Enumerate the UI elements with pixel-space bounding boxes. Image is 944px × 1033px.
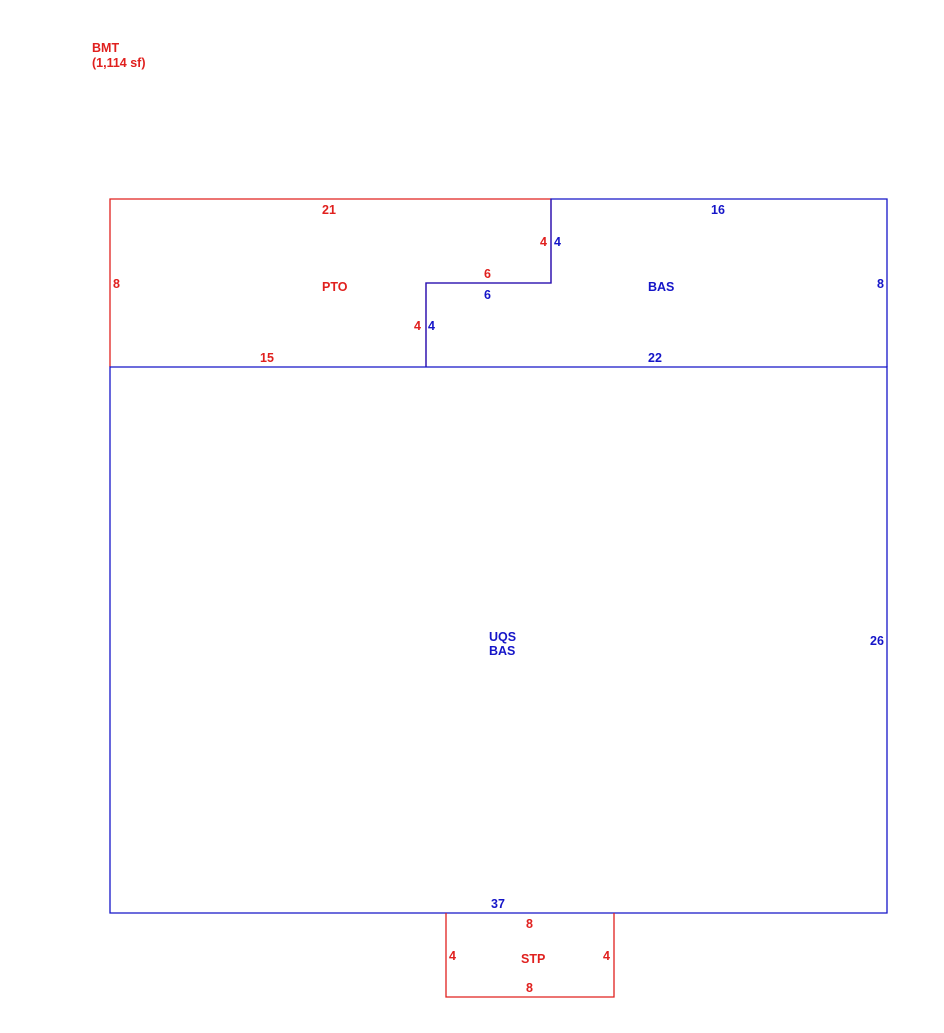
upper-bas-right-dimension: 8 [877, 277, 884, 291]
pto-left-dimension: 8 [113, 277, 120, 291]
upper-bas-outline [425, 198, 888, 367]
upper-bas-step-lower-vertical-dimension: 4 [428, 319, 435, 333]
upper-bas-step-horizontal-dimension: 6 [484, 288, 491, 302]
pto-step-horizontal-dimension: 6 [484, 267, 491, 281]
pto-top-dimension: 21 [322, 203, 336, 217]
stp-bottom-dimension: 8 [526, 981, 533, 995]
main-area-label-bas: BAS [489, 644, 515, 658]
upper-bas-label: BAS [648, 280, 674, 294]
main-area-bottom-dimension: 37 [491, 897, 505, 911]
main-area-right-dimension: 26 [870, 634, 884, 648]
legend-title: BMT [92, 41, 119, 55]
stp-left-dimension: 4 [449, 949, 456, 963]
stp-outline [445, 913, 615, 998]
stp-label: STP [521, 952, 545, 966]
stp-top-dimension: 8 [526, 917, 533, 931]
stp-right-dimension: 4 [603, 949, 610, 963]
upper-bas-step-upper-vertical-dimension: 4 [554, 235, 561, 249]
pto-step-upper-vertical-dimension: 4 [540, 235, 547, 249]
main-area-label-uqs: UQS [489, 630, 516, 644]
pto-label: PTO [322, 280, 348, 294]
pto-step-lower-vertical-dimension: 4 [414, 319, 421, 333]
legend-area: (1,114 sf) [92, 56, 146, 70]
main-area-outline [109, 366, 888, 914]
upper-bas-bottom-dimension: 22 [648, 351, 662, 365]
upper-bas-top-dimension: 16 [711, 203, 725, 217]
pto-bottom-dimension: 15 [260, 351, 274, 365]
